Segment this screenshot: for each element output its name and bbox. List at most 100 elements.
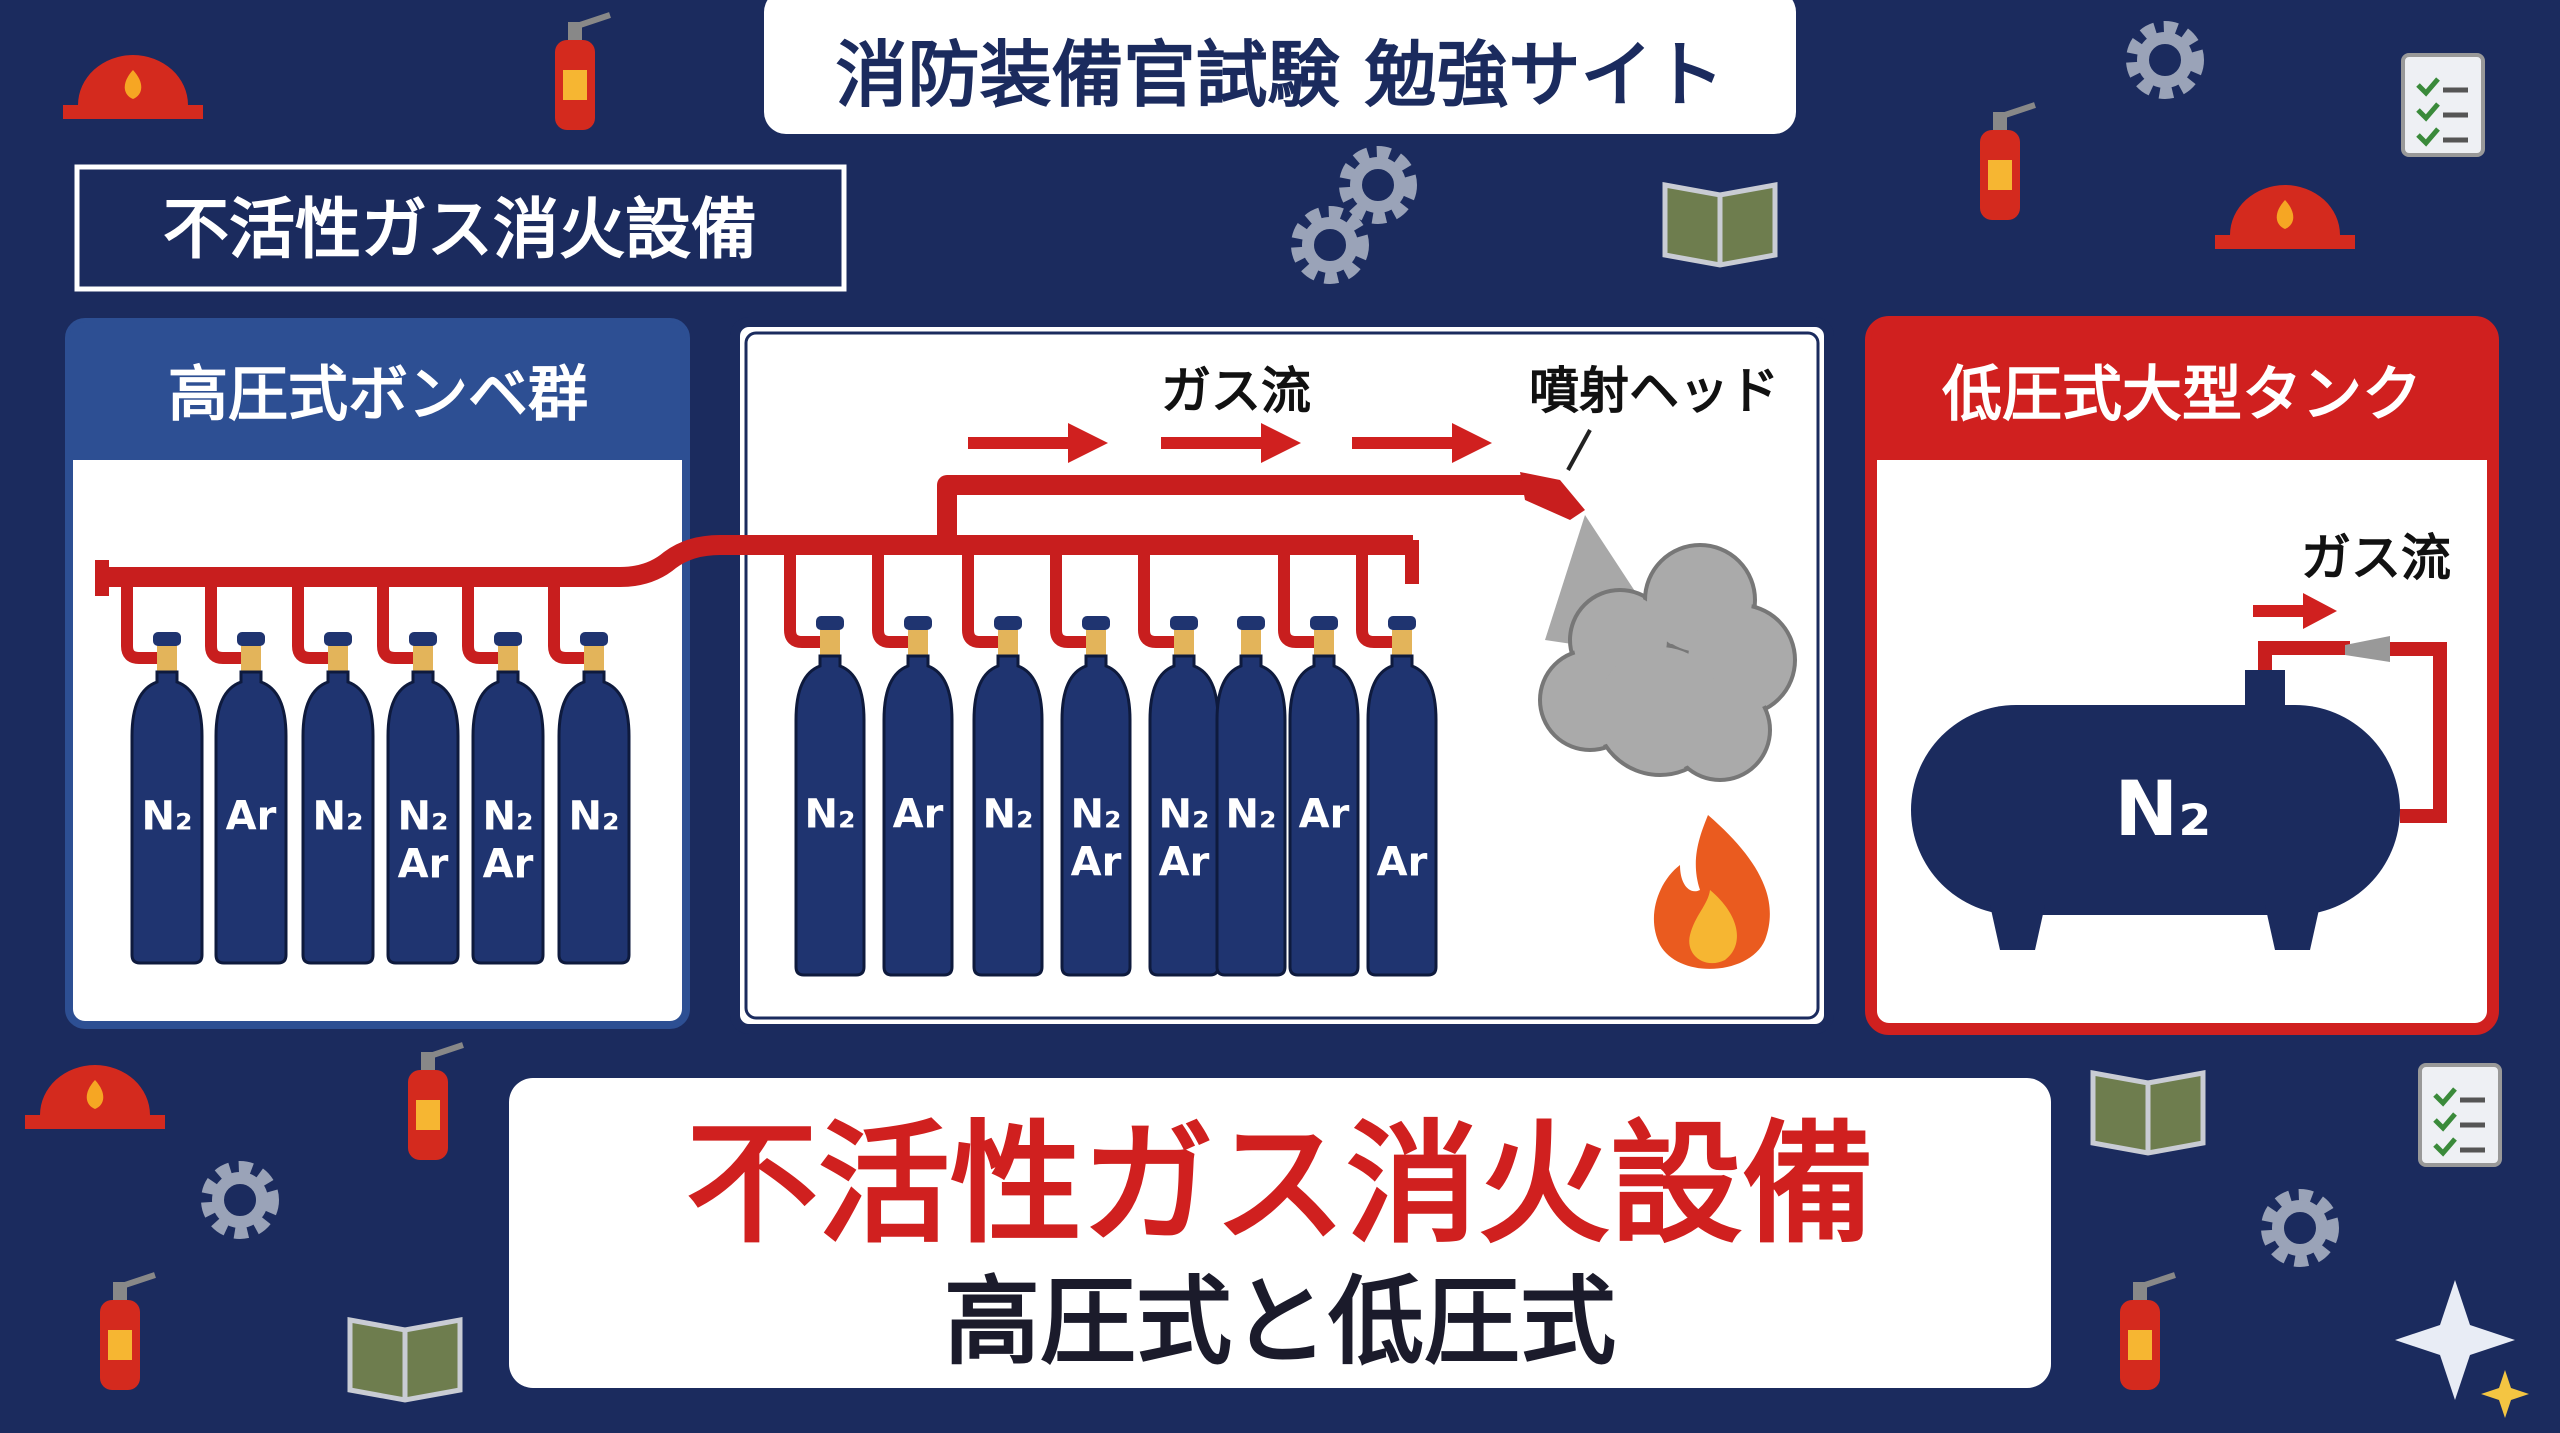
bottom-title: 不活性ガス消火設備 bbox=[686, 1108, 1874, 1262]
high-pressure-header bbox=[69, 322, 686, 460]
valve bbox=[908, 628, 928, 656]
fire-extinguisher-icon bbox=[100, 1275, 155, 1390]
cylinder-label: N₂ bbox=[569, 794, 620, 840]
gas-cylinder: N₂ bbox=[548, 577, 631, 965]
cylinder-label: Ar bbox=[1159, 840, 1210, 886]
sparkle-icon bbox=[2395, 1280, 2515, 1400]
low-pressure-header bbox=[1871, 322, 2493, 460]
valve bbox=[1241, 628, 1261, 656]
gas-cylinder: N₂ bbox=[121, 577, 204, 965]
branch-pipe bbox=[872, 545, 910, 648]
branch-pipe bbox=[962, 545, 1000, 648]
gas-cylinder: Ar bbox=[205, 577, 288, 965]
gear-icon bbox=[1300, 215, 1360, 275]
valve bbox=[413, 644, 433, 672]
cylinder-label: N₂ bbox=[398, 794, 449, 840]
branch-pipe bbox=[1356, 545, 1394, 648]
tank-gas-flow-label: ガス流 bbox=[2301, 529, 2451, 587]
cylinder-label: N₂ bbox=[483, 794, 534, 840]
gear-icon bbox=[2135, 30, 2195, 90]
branch-pipe bbox=[1138, 545, 1176, 648]
section-title: 不活性ガス消火設備 bbox=[163, 191, 757, 268]
tank-flow-arrow bbox=[2253, 593, 2337, 629]
valve bbox=[1392, 628, 1412, 656]
gas-flow-label: ガス流 bbox=[1161, 362, 1311, 420]
clipboard-icon bbox=[2403, 55, 2483, 155]
fire-extinguisher-icon bbox=[2120, 1275, 2175, 1390]
cylinder-label: Ar bbox=[483, 842, 534, 888]
tank-label: N₂ bbox=[2115, 764, 2212, 853]
site-title: 消防装備官試験 勉強サイト bbox=[835, 33, 1724, 117]
sparkle-icon bbox=[2481, 1370, 2529, 1418]
book-icon bbox=[350, 1320, 460, 1400]
book-icon bbox=[2093, 1073, 2203, 1153]
branch-pipe bbox=[462, 577, 500, 664]
fire-extinguisher-icon bbox=[1980, 105, 2035, 220]
valve bbox=[1314, 628, 1334, 656]
cylinder-label: Ar bbox=[893, 792, 944, 838]
low-pressure-title: 低圧式大型タンク bbox=[1942, 360, 2422, 430]
gear-icon bbox=[2270, 1198, 2330, 1258]
gas-cylinder: N₂ bbox=[1215, 616, 1287, 977]
helmet-icon bbox=[63, 55, 203, 119]
cylinder-label: N₂ bbox=[1159, 792, 1210, 838]
gas-cylinder: Ar bbox=[1278, 545, 1360, 977]
valve bbox=[820, 628, 840, 656]
flow-arrows bbox=[968, 423, 1492, 463]
branch-pipe bbox=[1278, 545, 1316, 648]
cylinder-label: N₂ bbox=[805, 792, 856, 838]
cylinder-label: N₂ bbox=[313, 794, 364, 840]
gas-cylinder: Ar bbox=[872, 545, 954, 977]
fire-extinguisher-icon bbox=[555, 15, 610, 130]
cylinder-label: N₂ bbox=[1226, 792, 1277, 838]
helmet-icon bbox=[25, 1065, 165, 1129]
helmet-icon bbox=[2215, 185, 2355, 249]
branch-pipe bbox=[377, 577, 415, 664]
bottom-subtitle: 高圧式と低圧式 bbox=[944, 1266, 1616, 1378]
branch-pipe bbox=[784, 545, 822, 648]
high-pressure-title: 高圧式ボンベ群 bbox=[168, 360, 588, 430]
valve bbox=[328, 644, 348, 672]
cylinder-label: Ar bbox=[1299, 792, 1350, 838]
branch-pipe bbox=[205, 577, 243, 664]
gas-cylinder: N₂ bbox=[784, 545, 866, 977]
gear-icon bbox=[210, 1170, 270, 1230]
fire-icon bbox=[1653, 815, 1770, 969]
nozzle-label: 噴射ヘッド bbox=[1529, 362, 1779, 420]
gear-icon bbox=[1348, 155, 1408, 215]
cylinder-label: Ar bbox=[1071, 840, 1122, 886]
manifold-pipe bbox=[101, 475, 1530, 587]
valve bbox=[498, 644, 518, 672]
cylinder-label: Ar bbox=[398, 842, 449, 888]
valve bbox=[241, 644, 261, 672]
gas-cylinder: Ar bbox=[1356, 545, 1438, 977]
valve bbox=[1086, 628, 1106, 656]
branch-pipe bbox=[1050, 545, 1088, 648]
gas-cylinder: N₂ bbox=[292, 577, 375, 965]
cylinder-label: Ar bbox=[226, 794, 277, 840]
book-icon bbox=[1665, 185, 1775, 265]
cylinder-label: N₂ bbox=[1071, 792, 1122, 838]
nozzle-icon bbox=[1520, 472, 1585, 520]
clipboard-icon bbox=[2420, 1065, 2500, 1165]
valve bbox=[157, 644, 177, 672]
fire-extinguisher-icon bbox=[408, 1045, 463, 1160]
branch-pipe bbox=[292, 577, 330, 664]
bottom-title-box bbox=[509, 1078, 2051, 1388]
site-title-box bbox=[764, 0, 1796, 134]
branch-pipe bbox=[121, 577, 159, 664]
branch-pipe bbox=[548, 577, 586, 664]
section-title-box bbox=[74, 164, 847, 292]
valve bbox=[1174, 628, 1194, 656]
cylinder-label: Ar bbox=[1377, 840, 1428, 886]
valve bbox=[584, 644, 604, 672]
cylinder-label: N₂ bbox=[142, 794, 193, 840]
gas-cylinder: N₂ bbox=[962, 545, 1044, 977]
low-pressure-tank: N₂ bbox=[1911, 636, 2447, 950]
valve bbox=[998, 628, 1018, 656]
